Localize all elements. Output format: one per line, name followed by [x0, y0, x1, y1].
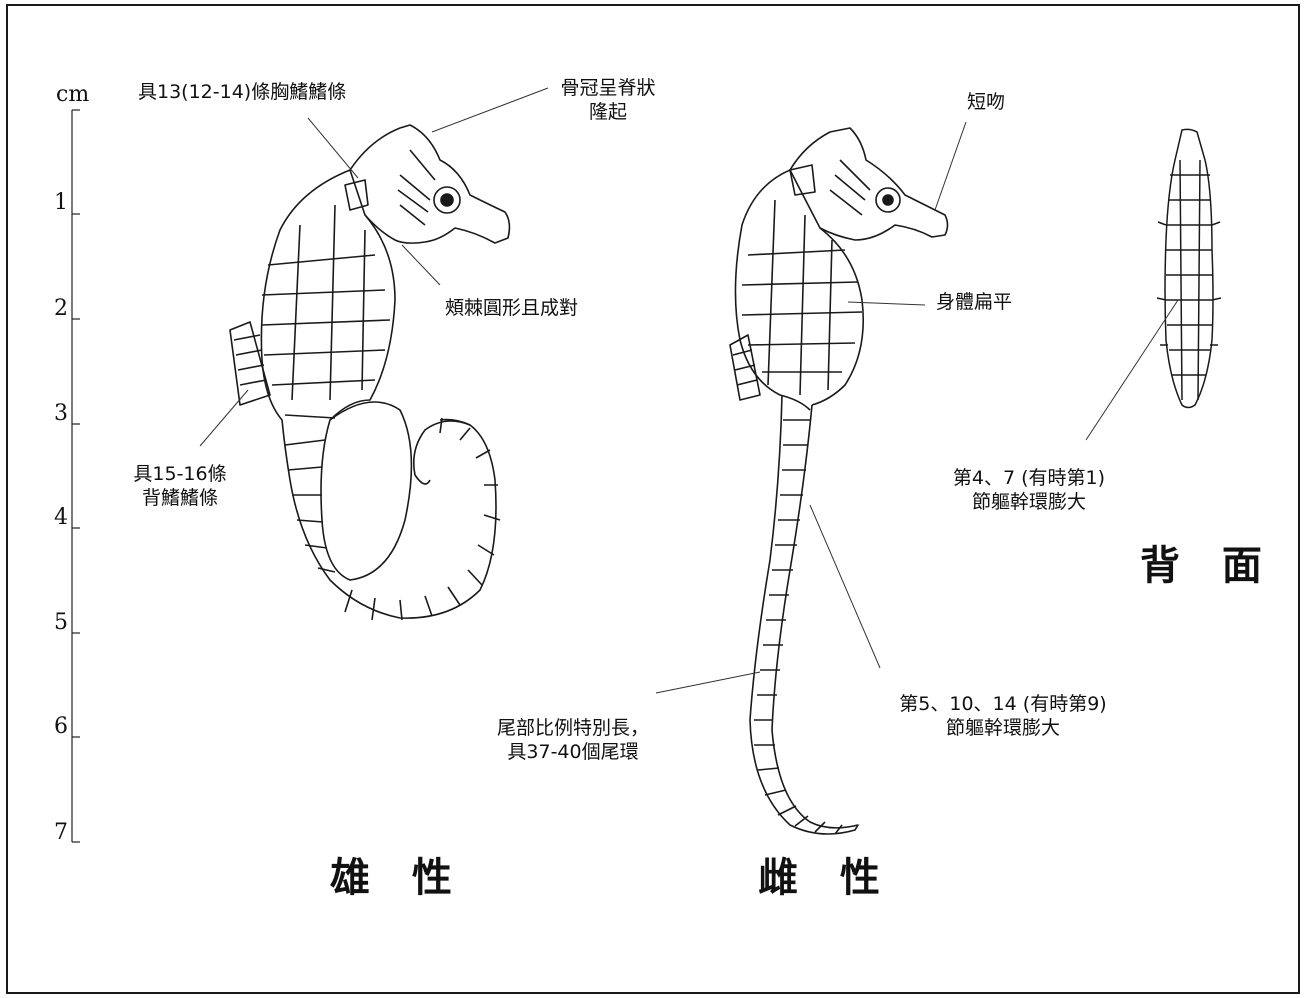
label-flat-body: 身體扁平: [936, 291, 1013, 313]
leader-lines: [199, 87, 1179, 694]
scale-tick-label-6: 6: [54, 714, 68, 739]
label-cheek-spines: 頰棘圓形且成對: [445, 297, 579, 319]
label-short-snout: 短吻: [967, 91, 1006, 113]
label-tail-rings-line1: 第5、10、14 (有時第9): [899, 693, 1107, 715]
caption-dorsal-view: 背 面: [1140, 542, 1276, 589]
label-pectoral-fin-rays: 具13(12-14)條胸鰭鰭條: [138, 81, 347, 103]
label-dorsal-fin-rays-line2: 背鰭鰭條: [141, 487, 218, 509]
label-tail-length-line1: 尾部比例特別長，: [496, 717, 649, 739]
label-coronet: 骨冠呈脊狀 隆起: [558, 76, 658, 124]
label-tail-rings-line2: 節軀幹環膨大: [945, 717, 1060, 739]
scale-bar: [71, 109, 80, 843]
scale-tick-label-2: 2: [54, 296, 68, 321]
scale-tick-label-3: 3: [54, 401, 68, 426]
scale-tick-label-5: 5: [54, 610, 68, 635]
caption-female: 雌 性: [758, 854, 894, 901]
female-seahorse-drawing: [729, 127, 949, 835]
scale-tick-label-4: 4: [54, 505, 68, 530]
label-tail-length: 尾部比例特別長， 具37-40個尾環: [478, 716, 668, 764]
label-coronet-line1: 骨冠呈脊狀: [560, 77, 656, 99]
figure-frame: [6, 4, 1300, 994]
caption-male: 雄 性: [330, 854, 466, 901]
label-tail-length-line2: 具37-40個尾環: [507, 741, 639, 763]
label-tail-rings: 第5、10、14 (有時第9) 節軀幹環膨大: [868, 692, 1138, 740]
label-trunk-rings-dorsal-line1: 第4、7 (有時第1): [952, 467, 1106, 489]
label-dorsal-fin-rays-line1: 具15-16條: [133, 463, 227, 485]
male-seahorse-drawing: [229, 124, 511, 621]
label-dorsal-fin-rays: 具15-16條 背鰭鰭條: [120, 462, 240, 510]
dorsal-view-drawing: [1156, 128, 1222, 409]
label-trunk-rings-dorsal-line2: 節軀幹環膨大: [971, 491, 1086, 513]
scale-tick-label-7: 7: [54, 820, 68, 845]
label-trunk-rings-dorsal: 第4、7 (有時第1) 節軀幹環膨大: [924, 466, 1134, 514]
scale-unit-label: cm: [56, 82, 90, 107]
label-coronet-line2: 隆起: [588, 101, 627, 123]
scale-tick-label-1: 1: [54, 190, 68, 215]
